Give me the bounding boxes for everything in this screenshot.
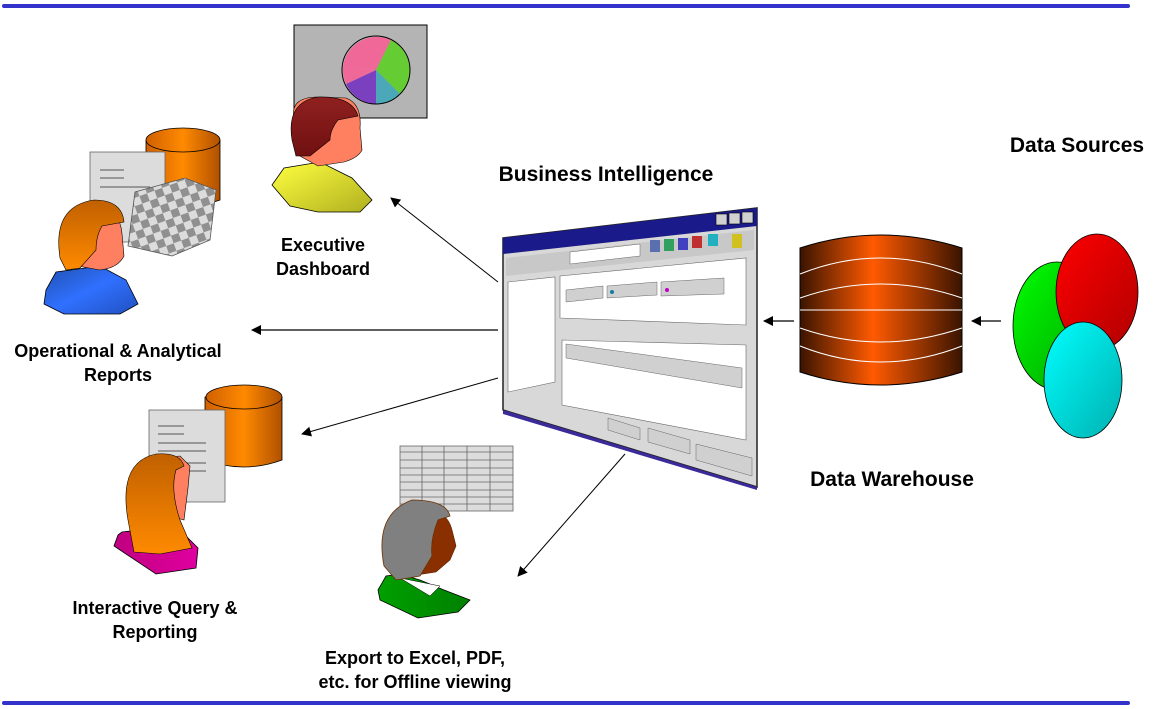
bi-title-text: Business Intelligence	[498, 163, 714, 186]
operational-reports-line-2: Reports	[83, 365, 152, 385]
operational-reports-label: Operational & Analytical Reports	[0, 339, 236, 387]
spreadsheet-icon	[399, 445, 514, 512]
bi-application-window-icon	[502, 207, 758, 490]
bottom-divider	[2, 701, 1130, 705]
interactive-query-label: Interactive Query & Reporting	[52, 596, 258, 644]
user-with-report-icon	[113, 384, 283, 575]
executive-dashboard-line-2: Dashboard	[275, 259, 371, 279]
executive-with-pie-chart-icon	[271, 24, 428, 213]
executive-dashboard-label: Executive Dashboard	[250, 233, 396, 281]
interactive-query-line-2: Reporting	[112, 622, 198, 642]
data-sources-label: Data Sources	[996, 134, 1158, 158]
data-sources-label-text: Data Sources	[1009, 134, 1145, 157]
interactive-query-line-1: Interactive Query &	[72, 598, 238, 618]
top-divider	[2, 4, 1130, 8]
export-label: Export to Excel, PDF, etc. for Offline v…	[290, 646, 540, 694]
edge-bi-to-export	[517, 453, 626, 577]
data-warehouse-label-text: Data Warehouse	[810, 468, 974, 491]
export-line-2: etc. for Offline viewing	[318, 672, 512, 692]
database-cylinder-icon	[799, 234, 963, 386]
data-sources-ellipses-icon	[1012, 233, 1139, 439]
edge-bi-to-query	[301, 377, 499, 437]
analyst-with-cube-icon	[43, 127, 221, 315]
export-line-1: Export to Excel, PDF,	[324, 648, 506, 668]
data-warehouse-label: Data Warehouse	[790, 468, 994, 492]
user-with-spreadsheet-icon	[377, 445, 514, 619]
executive-dashboard-line-1: Executive	[280, 235, 366, 255]
bi-title: Business Intelligence	[470, 163, 742, 187]
operational-reports-line-1: Operational & Analytical	[14, 341, 222, 361]
edge-bi-to-dashboard	[390, 197, 499, 283]
